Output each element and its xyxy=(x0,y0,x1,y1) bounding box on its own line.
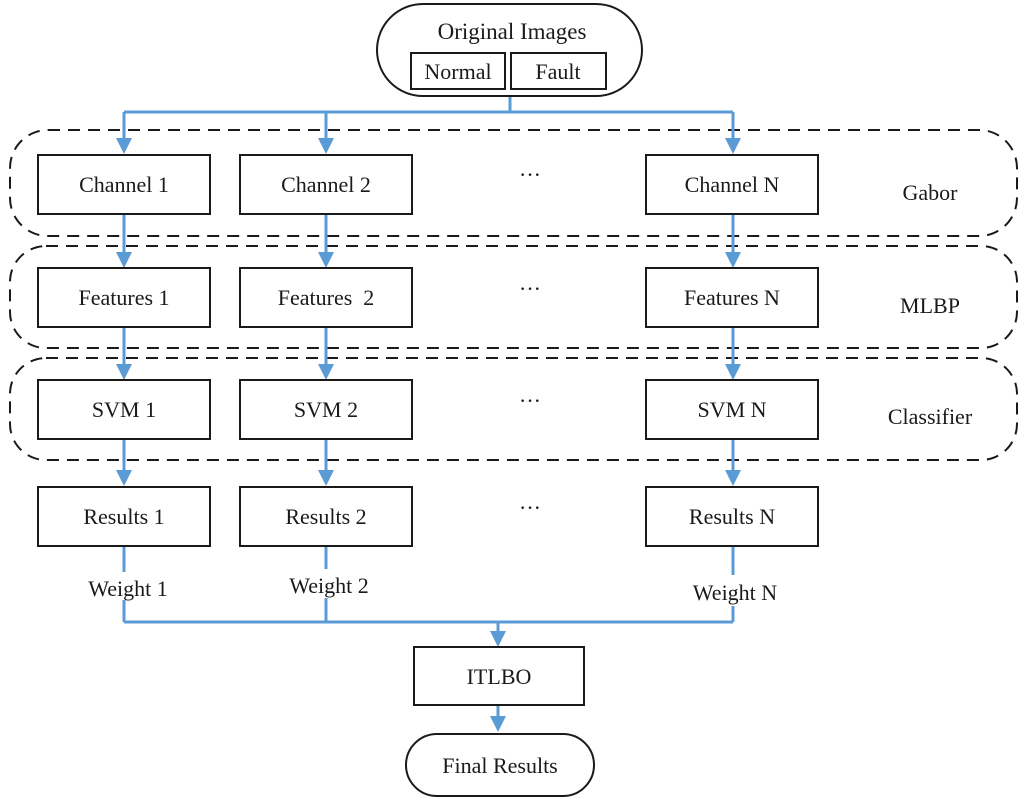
weight-2-label: Weight 2 xyxy=(289,573,369,598)
arrow-features-2 xyxy=(318,252,334,268)
svm-2-box xyxy=(239,379,413,440)
svm-row-ellipsis: ··· xyxy=(519,388,541,413)
results-n-box xyxy=(645,486,819,547)
fault-class-label: Fault xyxy=(535,59,580,84)
weight-1-label: Weight 1 xyxy=(88,576,168,601)
features-2-box xyxy=(239,267,413,328)
results-2-box xyxy=(239,486,413,547)
features-1-label: Features 1 xyxy=(78,285,169,310)
normal-class-label: Normal xyxy=(424,59,491,84)
channel-1-box xyxy=(37,154,211,215)
results-row-ellipsis: ··· xyxy=(519,495,541,520)
channel-2-label: Channel 2 xyxy=(281,172,371,197)
results-2-label: Results 2 xyxy=(285,504,366,529)
mlbp-stage-group xyxy=(9,245,1018,349)
svm-1-label: SVM 1 xyxy=(92,397,156,422)
results-1-box xyxy=(37,486,211,547)
gabor-stage-label: Gabor xyxy=(903,180,959,205)
classifier-stage-label: Classifier xyxy=(888,404,973,429)
original-images-title: Original Images xyxy=(438,19,587,44)
arrow-channel-2 xyxy=(318,138,334,154)
arrow-channel-1 xyxy=(116,138,132,154)
svm-n-box xyxy=(645,379,819,440)
final-results-node xyxy=(405,733,595,797)
itlbo-box xyxy=(413,646,585,706)
channel-row-ellipsis: ··· xyxy=(519,162,541,187)
svm-1-box xyxy=(37,379,211,440)
arrow-features-n xyxy=(725,252,741,268)
arrow-svm-n xyxy=(725,364,741,380)
classifier-stage-group xyxy=(9,357,1018,461)
fault-class-box xyxy=(510,52,607,90)
features-2-label: Features 2 xyxy=(278,285,375,310)
itlbo-label: ITLBO xyxy=(467,664,532,689)
final-results-label: Final Results xyxy=(442,753,558,778)
results-1-label: Results 1 xyxy=(83,504,164,529)
weight-n-label: Weight N xyxy=(693,580,777,605)
channel-1-label: Channel 1 xyxy=(79,172,169,197)
arrow-results-2 xyxy=(318,470,334,486)
arrow-itlbo xyxy=(490,631,506,647)
channel-n-label: Channel N xyxy=(685,172,780,197)
channel-n-box xyxy=(645,154,819,215)
arrow-results-n xyxy=(725,470,741,486)
svm-2-label: SVM 2 xyxy=(294,397,358,422)
connectors xyxy=(122,95,735,720)
mlbp-stage-label: MLBP xyxy=(900,293,960,318)
arrow-features-1 xyxy=(116,252,132,268)
features-n-box xyxy=(645,267,819,328)
arrow-svm-1 xyxy=(116,364,132,380)
features-1-box xyxy=(37,267,211,328)
arrow-results-1 xyxy=(116,470,132,486)
svm-n-label: SVM N xyxy=(697,397,766,422)
features-row-ellipsis: ··· xyxy=(519,276,541,301)
features-n-label: Features N xyxy=(684,285,780,310)
gabor-stage-group xyxy=(9,129,1018,237)
arrow-svm-2 xyxy=(318,364,334,380)
arrowheads xyxy=(116,138,741,732)
normal-class-box xyxy=(410,52,506,90)
channel-2-box xyxy=(239,154,413,215)
arrow-channel-n xyxy=(725,138,741,154)
arrow-final-results xyxy=(490,716,506,732)
results-n-label: Results N xyxy=(689,504,775,529)
